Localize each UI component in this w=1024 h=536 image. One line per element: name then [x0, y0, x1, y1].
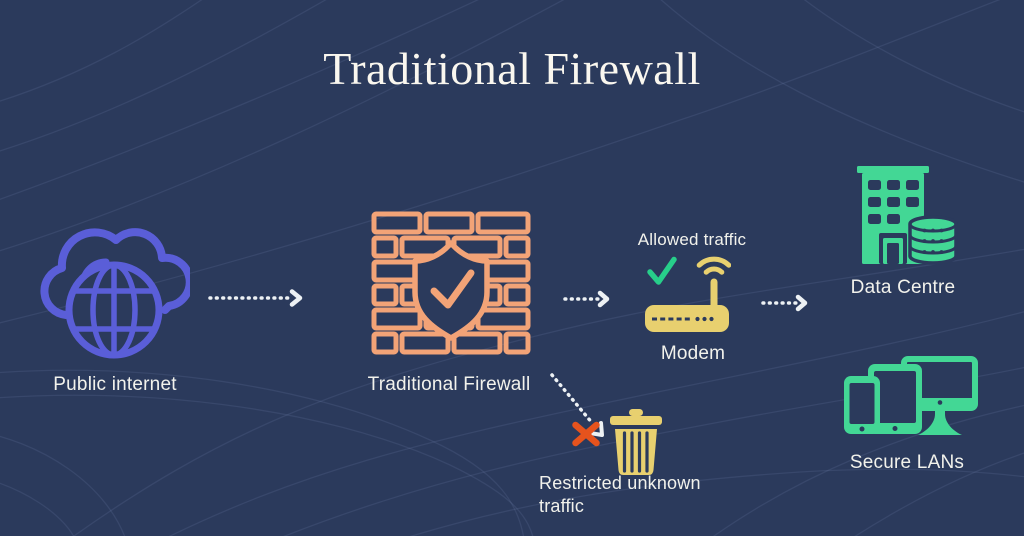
cross-icon [572, 421, 600, 447]
phone-tablet-monitor-icon [844, 356, 978, 435]
arrow-internet-to-firewall-icon [208, 289, 303, 307]
arrow-firewall-to-modem-icon [563, 290, 610, 308]
diagram-title: Traditional Firewall [323, 43, 701, 94]
brick-wall-shield-icon [371, 211, 531, 355]
allowed-traffic-label: Allowed traffic [637, 230, 747, 249]
public-internet-label: Public internet [53, 374, 177, 395]
check-icon [647, 256, 677, 285]
trash-can-icon [610, 409, 662, 475]
building-database-icon [857, 166, 958, 265]
arrow-modem-to-datacentre-icon [761, 294, 808, 312]
data-centre-label: Data Centre [850, 277, 956, 298]
traditional-firewall-label: Traditional Firewall [367, 374, 531, 395]
restricted-traffic-label: Restricted unknown traffic [539, 473, 701, 516]
secure-lans-label: Secure LANs [849, 452, 965, 473]
arrow-firewall-to-trash-icon [550, 373, 604, 437]
cloud-globe-icon [40, 228, 190, 359]
modem-label: Modem [660, 343, 726, 364]
wifi-router-icon [645, 256, 731, 332]
